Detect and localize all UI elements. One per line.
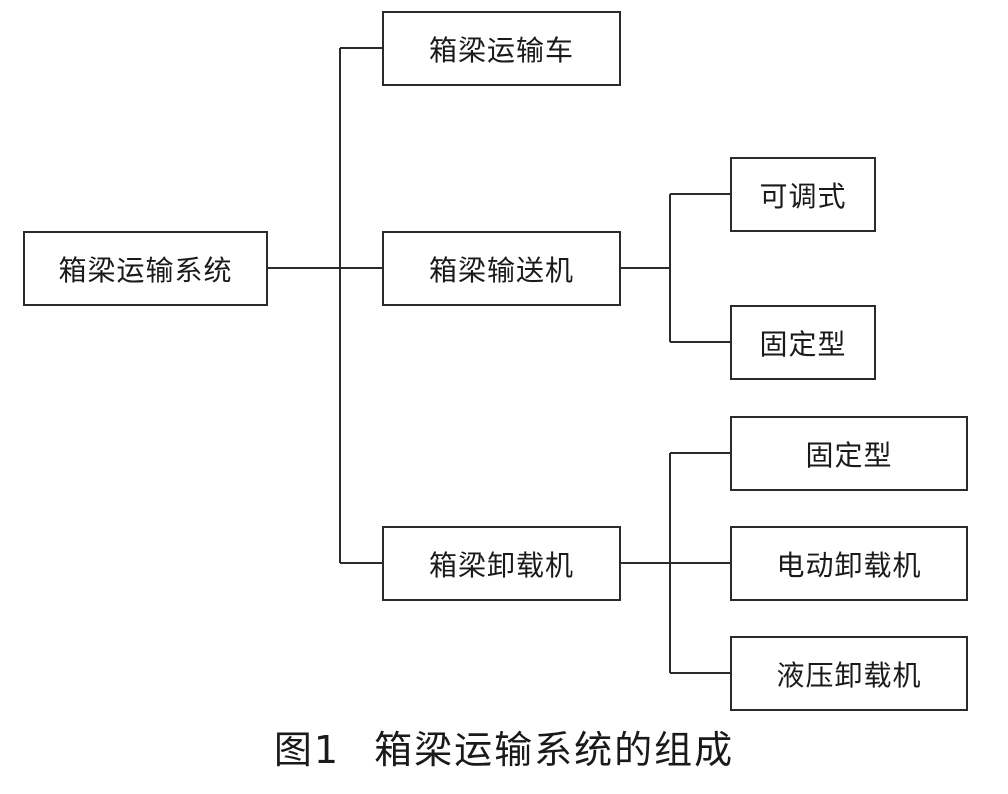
figure-caption: 图1 箱梁运输系统的组成	[0, 722, 1008, 778]
root-label: 箱梁运输系统	[58, 253, 233, 287]
adjustable-type-node: 可调式	[730, 157, 876, 232]
fixed-conveyor-label: 固定型	[759, 327, 847, 361]
unloader-node: 箱梁卸载机	[382, 526, 621, 601]
vehicle-label: 箱梁运输车	[428, 33, 574, 67]
electric-unloader-node: 电动卸载机	[730, 526, 968, 601]
fixed-conveyor-node: 固定型	[730, 305, 876, 380]
conveyor-label: 箱梁输送机	[428, 253, 574, 287]
figure-title: 箱梁运输系统的组成	[374, 728, 735, 772]
vehicle-node: 箱梁运输车	[382, 11, 621, 86]
conveyor-node: 箱梁输送机	[382, 231, 621, 306]
fixed-unloader-label: 固定型	[805, 438, 893, 472]
fixed-unloader-node: 固定型	[730, 416, 968, 491]
hydraulic-unloader-label: 液压卸载机	[776, 658, 922, 692]
hydraulic-unloader-node: 液压卸载机	[730, 636, 968, 711]
root-node: 箱梁运输系统	[23, 231, 268, 306]
figure-number: 图1	[273, 728, 341, 772]
electric-unloader-label: 电动卸载机	[776, 548, 922, 582]
adjustable-type-label: 可调式	[759, 179, 847, 213]
unloader-label: 箱梁卸载机	[428, 548, 574, 582]
